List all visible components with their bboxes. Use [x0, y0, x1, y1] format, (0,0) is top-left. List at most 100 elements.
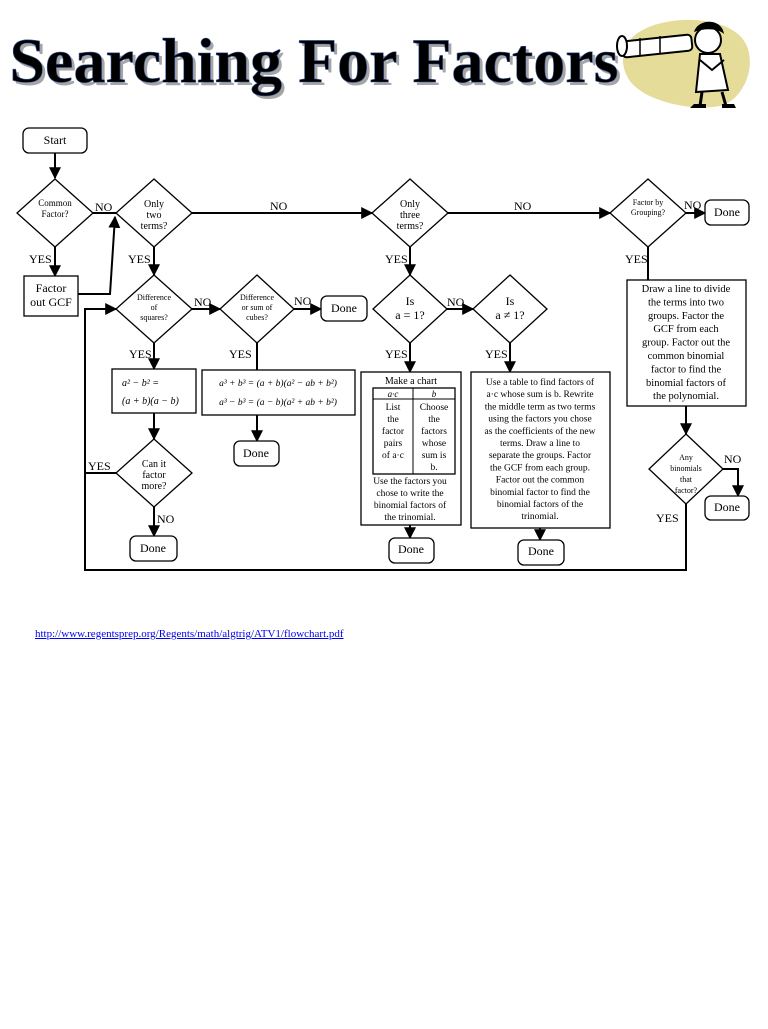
label-yes: YES	[485, 347, 508, 361]
diff-cubes-label-line: Difference	[240, 293, 275, 302]
grouping-steps-text-line: groups. Factor the	[648, 311, 724, 322]
label-yes: YES	[656, 511, 679, 525]
can-factor-decision	[115, 438, 193, 508]
ac-table-text-line: Factor out the common	[496, 476, 585, 486]
ac-table-box	[470, 371, 611, 529]
chart-col2-line: sum is	[422, 451, 447, 461]
common-factor-label-line: Common	[38, 198, 72, 208]
ac-table-text-line: the middle term as two terms	[485, 402, 596, 412]
grouping-steps-text-line: factor to find the	[651, 364, 722, 375]
chart-col1-line: of a·c	[382, 450, 404, 461]
can-factor-label-line: Can it	[142, 459, 166, 470]
grouping-steps-text-line: the terms into two	[648, 297, 724, 308]
label-yes: YES	[625, 252, 648, 266]
only-two-terms-decision	[115, 178, 193, 248]
chart-col1-line: List	[386, 403, 401, 413]
ac-table-text-line: trinomial.	[521, 512, 558, 522]
chart-col2-line: whose	[422, 439, 446, 449]
is-a-equals-1-label-line: Is	[406, 294, 415, 308]
is-a-equals-1-decision	[372, 274, 448, 344]
telescope-clipart	[616, 19, 750, 108]
label-yes: YES	[385, 252, 408, 266]
factor-gcf-label-line: Factor	[36, 281, 67, 295]
label-no: NO	[194, 295, 212, 309]
only-two-terms-label-line: terms?	[141, 221, 168, 232]
only-two-terms-label-line: Only	[144, 199, 164, 210]
ac-table-text-line: separate the groups. Factor	[489, 451, 592, 461]
ac-table-text-line: a·c whose sum is b. Rewrite	[486, 390, 593, 400]
any-binomials-label-line: binomials	[670, 464, 702, 473]
label-no: NO	[514, 199, 532, 213]
ac-table-text-line: binomial factors of the	[497, 499, 583, 510]
any-binomials-label-line: Any	[679, 453, 693, 462]
done-binomials	[704, 495, 750, 521]
ac-table-text-line: binomial factor to find the	[490, 487, 590, 498]
chart-col2-line: the	[428, 415, 440, 425]
ac-table-text-line: Use a table to find factors of	[486, 377, 595, 388]
grouping-decision	[609, 178, 687, 248]
done-cubes-formula	[233, 440, 280, 467]
is-a-not-1-label-line: Is	[506, 294, 515, 308]
make-chart-title-line: Make a chart	[385, 376, 437, 387]
ac-table-text-line: using the factors you chose	[488, 414, 591, 425]
label-no: NO	[270, 199, 288, 213]
done-label-line: Done	[331, 301, 357, 315]
diff-cubes-decision	[219, 274, 295, 344]
done-cubes	[320, 295, 368, 322]
done-label-line: Done	[528, 544, 554, 558]
any-binomials-decision	[648, 433, 724, 505]
label-no: NO	[95, 200, 113, 214]
done-make-chart	[388, 537, 435, 564]
done-label-line: Done	[398, 542, 424, 556]
label-yes: YES	[88, 459, 111, 473]
is-a-equals-1-label-line: a = 1?	[395, 308, 424, 322]
ac-table-text-line: the GCF from each group.	[490, 462, 590, 473]
label-no: NO	[294, 294, 312, 308]
chart-note-line: binomial factors of	[374, 500, 447, 511]
title-shadow: Searching For Factors	[12, 28, 621, 99]
page-title: Searching For Factors	[9, 25, 618, 96]
diff-squares-label-line: squares?	[140, 313, 168, 322]
chart-table	[372, 387, 456, 475]
chart-note-line: Use the factors you	[373, 476, 447, 487]
grouping-steps-text-line: common binomial	[648, 351, 725, 362]
diff-squares-label-line: of	[151, 303, 158, 312]
chart-col1-line: pairs	[384, 439, 403, 449]
grouping-steps-text-line: the polynomial.	[653, 391, 719, 402]
done-label-line: Done	[243, 446, 269, 460]
chart-col1-line: factor	[382, 426, 405, 437]
connector-line	[84, 303, 118, 474]
is-a-not-1-decision	[472, 274, 548, 344]
ac-table-text-line: as the coefficients of the new	[485, 426, 596, 437]
can-factor-label-line: factor	[142, 470, 166, 481]
label-yes: YES	[128, 252, 151, 266]
grouping-steps-text-line: binomial factors of	[646, 378, 726, 389]
factor-gcf-label-line: out GCF	[30, 295, 72, 309]
label-no: NO	[447, 295, 465, 309]
diff-cubes-label-line: cubes?	[246, 313, 268, 322]
cubes-formula-line: a³ − b³ = (a − b)(a² + ab + b²)	[219, 397, 337, 408]
any-binomials-label-line: factor?	[675, 486, 698, 495]
chart-col1-line: the	[387, 415, 399, 425]
grouping-steps-text-line: group. Factor out the	[642, 338, 730, 349]
label-yes: YES	[29, 252, 52, 266]
chart-header-line: b	[432, 389, 437, 399]
chart-col2-line: b.	[430, 463, 437, 473]
only-three-terms-label-line: terms?	[397, 221, 424, 232]
done-label-line: Done	[714, 205, 740, 219]
grouping-steps-box	[626, 279, 747, 407]
squares-formula-box	[111, 368, 197, 414]
any-binomials-label-line: that	[680, 475, 693, 484]
label-yes: YES	[129, 347, 152, 361]
source-link[interactable]: http://www.regentsprep.org/Regents/math/…	[35, 628, 344, 640]
done-grouping	[704, 199, 750, 226]
label-no: NO	[724, 452, 742, 466]
done-label-line: Done	[140, 541, 166, 555]
only-three-terms-decision	[371, 178, 449, 248]
chart-note-line: chose to write the	[376, 489, 443, 499]
grouping-label-line: Grouping?	[631, 208, 666, 217]
grouping-steps-text-line: Draw a line to divide	[642, 284, 731, 295]
can-factor-label-line: more?	[142, 481, 168, 492]
